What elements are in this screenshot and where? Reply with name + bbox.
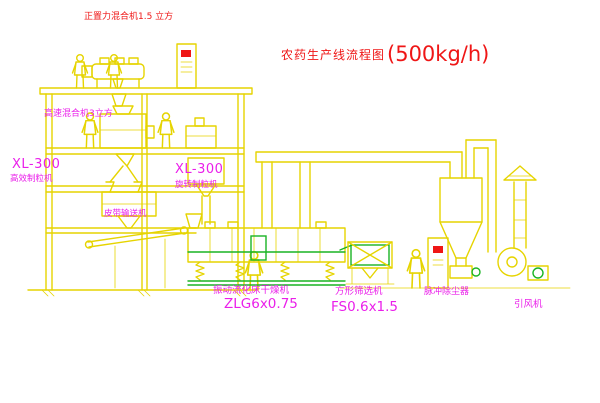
label-dryer-model: ZLG6x0.75 — [224, 296, 298, 312]
induced-draft-fan — [497, 247, 549, 281]
mixer-b — [185, 117, 217, 149]
label-belt-conveyor: 皮带输送机 — [104, 209, 147, 219]
belt-conveyor — [84, 226, 189, 289]
label-dust-collector: 脉冲除尘器 — [424, 287, 470, 297]
fan-motor — [527, 265, 549, 281]
fluid-bed-dryer — [185, 213, 346, 286]
cabinet-display — [433, 246, 443, 253]
label-granulator-center-model: XL-300 — [175, 162, 224, 177]
rotary-valve — [449, 265, 473, 279]
label-fan: 引风机 — [514, 299, 543, 310]
label-top-mixer: 正置力混合机1.5 立方 — [84, 12, 174, 22]
title-capacity: (500kg/h) — [387, 42, 490, 66]
label-granulator-center-name: 旋转制粒机 — [175, 180, 218, 190]
exhaust-stack — [503, 165, 537, 249]
label-high-speed-mixer: 高速混合机3立方 — [44, 109, 113, 119]
dryer-inlet-box — [250, 235, 267, 261]
label-granulator-left-name: 高效制粒机 — [10, 174, 53, 184]
square-sifter — [339, 241, 395, 285]
high-speed-mixer — [99, 105, 155, 167]
cyclone — [439, 139, 497, 279]
label-dryer-name: 振动流化床干燥机 — [213, 285, 290, 296]
worker-icon — [406, 248, 426, 289]
chute-top — [111, 93, 127, 107]
control-cabinet-2 — [427, 237, 449, 289]
exhaust-ducts — [255, 151, 463, 229]
cabinet-display — [181, 50, 191, 57]
worker-icon — [157, 112, 175, 149]
granulator-left — [101, 191, 157, 229]
worker-icon — [71, 54, 89, 89]
rotary-granulator — [187, 157, 225, 225]
control-cabinet-top — [176, 43, 197, 89]
label-granulator-left-model: XL-300 — [12, 157, 61, 172]
top-mixer — [81, 57, 145, 89]
y-chute — [105, 165, 143, 193]
label-sifter-model: FS0.6x1.5 — [331, 299, 399, 315]
title-text: 农药生产线流程图 — [281, 47, 386, 62]
label-sifter-name: 方形筛选机 — [335, 286, 383, 297]
diagram-title: 农药生产线流程图 (500kg/h) — [281, 44, 489, 65]
